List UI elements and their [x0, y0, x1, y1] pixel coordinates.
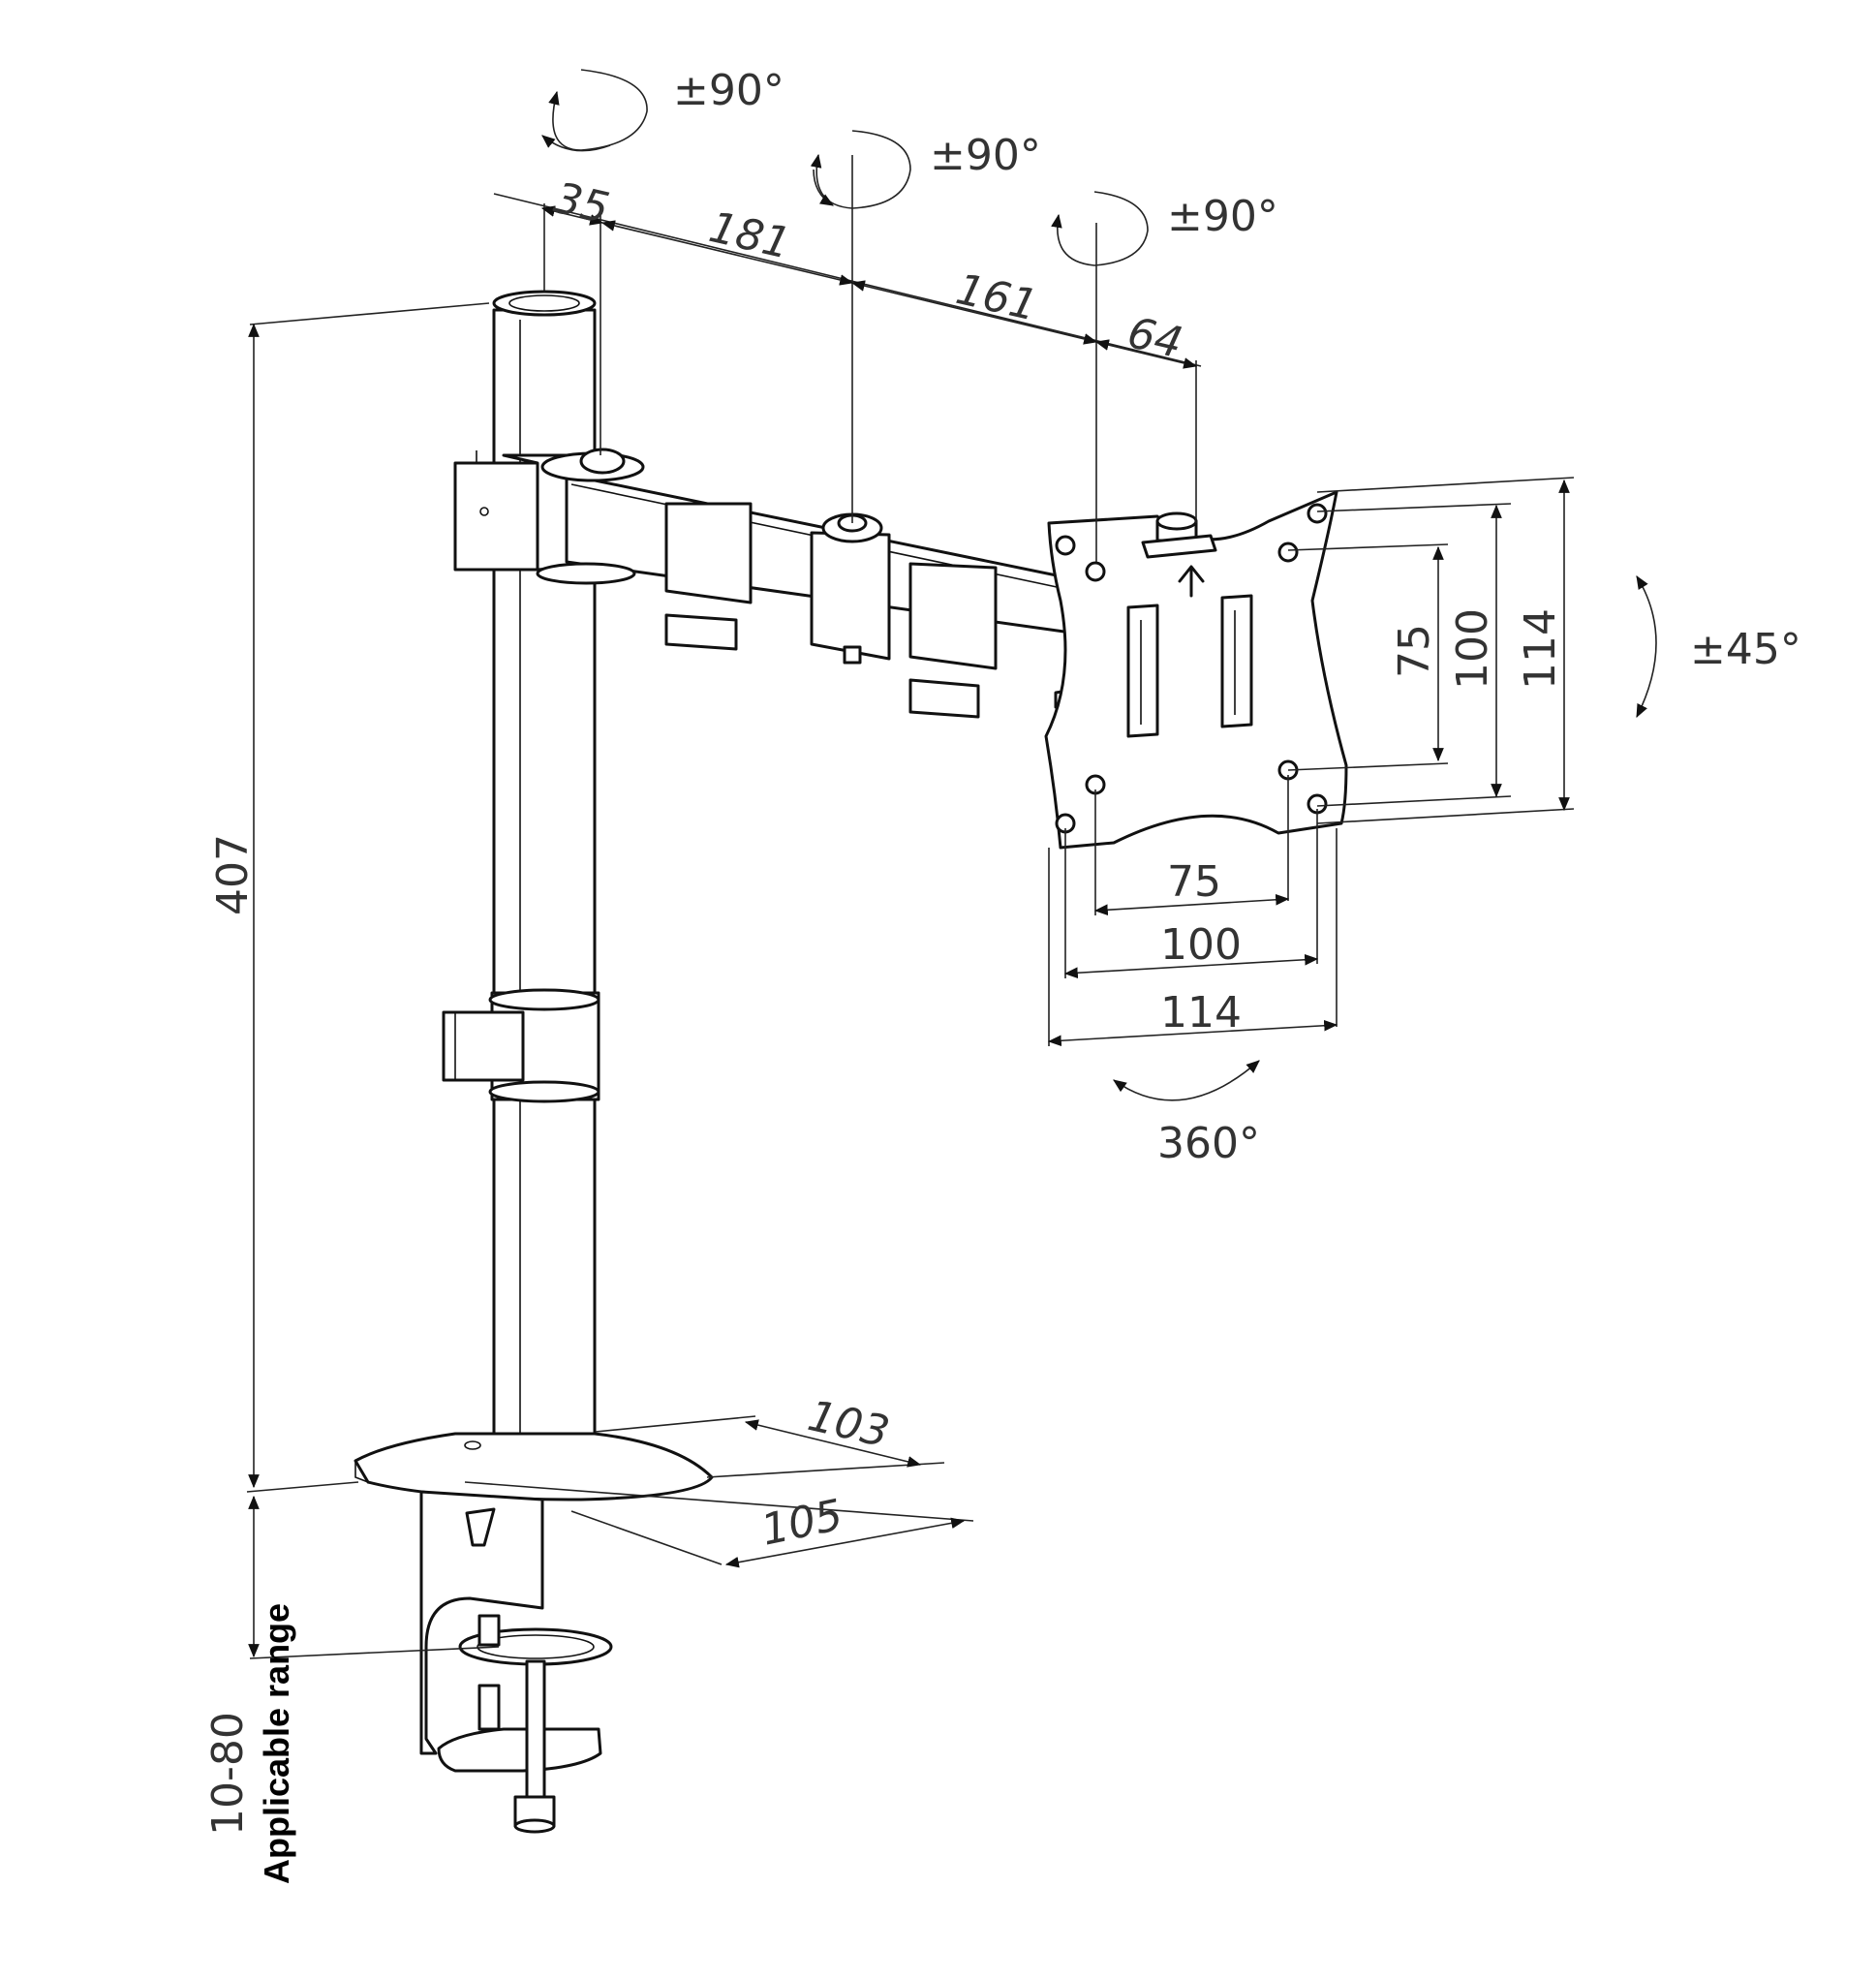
dim-pole-diameter: 35 [550, 173, 614, 233]
vesa-vertical-dimensions [1287, 477, 1575, 824]
vesa-plate [1044, 490, 1348, 850]
tilt-label: ±45° [1690, 625, 1801, 674]
range-value: 10-80 [203, 1712, 253, 1836]
arm-rotation-arc [810, 130, 911, 209]
pole-height-dimension [246, 302, 490, 1493]
dim-vesa-v-medium: 100 [1448, 608, 1497, 690]
range-label: Applicable range [257, 1603, 296, 1884]
dim-base-depth: 103 [804, 1391, 894, 1458]
pole-rotation-arc [541, 69, 648, 152]
rot-head-label: ±90° [1167, 192, 1278, 241]
dim-vesa-v-large: 114 [1516, 608, 1565, 690]
vesa-horizontal-dimensions [1047, 775, 1338, 1047]
rot-arm-label: ±90° [930, 131, 1041, 180]
rotate-arc [1113, 1060, 1260, 1101]
head-rotation-arc [1051, 191, 1149, 266]
dim-arm-segment-1: 181 [705, 202, 795, 269]
dim-vesa-h-small: 75 [1167, 857, 1221, 907]
rotate-label: 360° [1157, 1119, 1260, 1168]
arm-dimension-lines [493, 155, 1202, 562]
cable-clip [442, 988, 600, 1103]
tilt-arc [1636, 575, 1657, 719]
arm [536, 448, 1087, 719]
base-dimension-lines [464, 1415, 974, 1568]
rot-pole-label: ±90° [673, 66, 784, 115]
dim-vesa-v-small: 75 [1390, 624, 1439, 678]
dim-base-width: 105 [757, 1490, 847, 1555]
dim-vesa-h-medium: 100 [1160, 920, 1242, 970]
range-dimension [248, 1495, 500, 1659]
dim-arm-segment-2: 161 [952, 264, 1042, 331]
desk-base [354, 1432, 714, 1834]
dim-pole-height: 407 [208, 834, 258, 915]
dim-vesa-h-large: 114 [1160, 988, 1242, 1037]
dim-head-offset: 64 [1123, 308, 1187, 368]
